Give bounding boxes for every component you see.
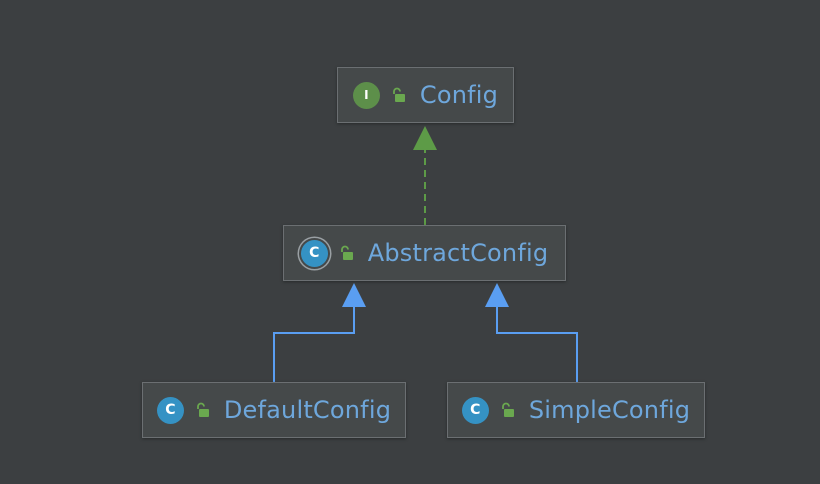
node-abstract-config[interactable]: C AbstractConfig — [283, 225, 566, 281]
class-icon: C — [461, 396, 489, 424]
node-label: Config — [419, 81, 499, 109]
node-config[interactable]: I Config — [337, 67, 514, 123]
class-icon: C — [156, 396, 184, 424]
node-label: AbstractConfig — [367, 239, 549, 267]
unlock-icon — [340, 245, 353, 260]
interface-icon: I — [352, 81, 380, 109]
extends-arrowhead — [485, 283, 509, 307]
node-default-config[interactable]: C DefaultConfig — [142, 382, 406, 438]
node-content: I Config — [352, 81, 499, 109]
node-label: SimpleConfig — [528, 396, 691, 424]
implements-arrowhead — [413, 126, 437, 150]
edge-simple-extends-abstract — [485, 283, 578, 382]
extends-edge-line — [273, 307, 355, 382]
node-content: C AbstractConfig — [300, 239, 549, 267]
edge-abstract-implements-config — [413, 126, 437, 225]
extends-arrowhead — [342, 283, 366, 307]
extends-edge-line — [496, 307, 578, 382]
node-content: C DefaultConfig — [156, 396, 392, 424]
unlock-icon — [196, 402, 209, 417]
unlock-icon — [501, 402, 514, 417]
node-label: DefaultConfig — [223, 396, 392, 424]
node-content: C SimpleConfig — [461, 396, 691, 424]
unlock-icon — [392, 87, 405, 102]
node-simple-config[interactable]: C SimpleConfig — [447, 382, 705, 438]
abstract-class-icon: C — [300, 239, 328, 267]
edge-default-extends-abstract — [273, 283, 366, 382]
